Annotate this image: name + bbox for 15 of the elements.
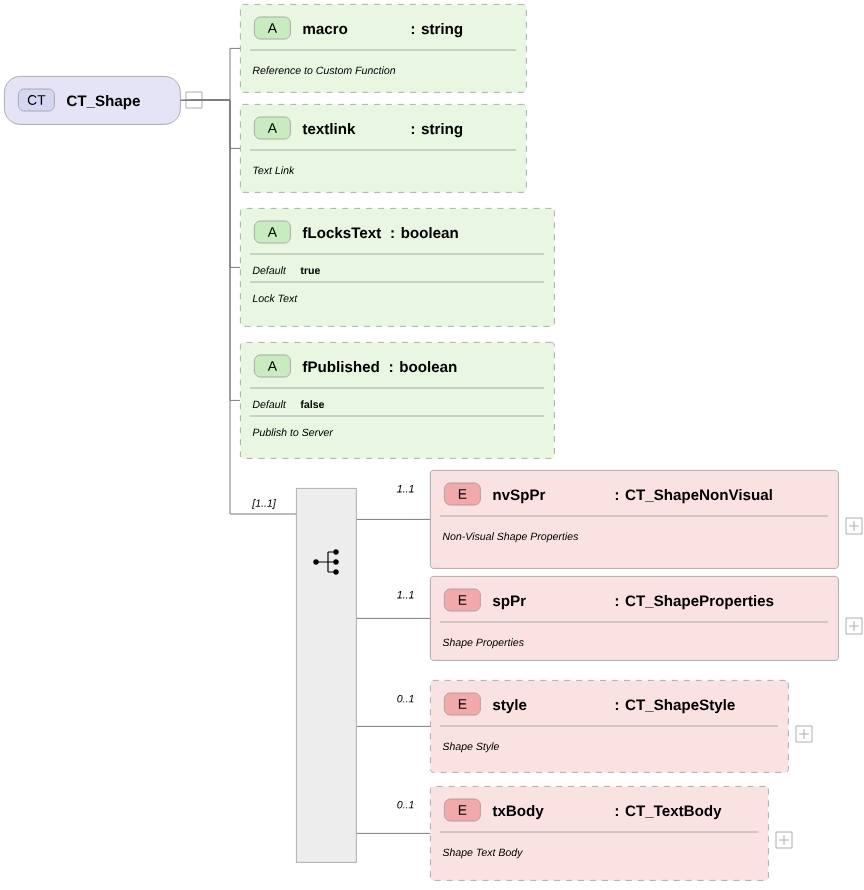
- attribute-box: [240, 208, 555, 327]
- complex-type-box: [4, 76, 181, 125]
- element-box: [430, 680, 789, 773]
- connector-line: [356, 518, 431, 520]
- element-box: [430, 470, 839, 569]
- connector-line: [180, 99, 297, 515]
- connector-line: [356, 725, 431, 727]
- element-box: [430, 786, 769, 881]
- connector-line: [356, 832, 431, 834]
- sequence-box: [296, 488, 357, 863]
- attribute-box: [240, 104, 527, 193]
- connector-line: [356, 617, 431, 619]
- attribute-box: [240, 342, 555, 459]
- element-box: [430, 576, 839, 661]
- attribute-box: [240, 4, 527, 93]
